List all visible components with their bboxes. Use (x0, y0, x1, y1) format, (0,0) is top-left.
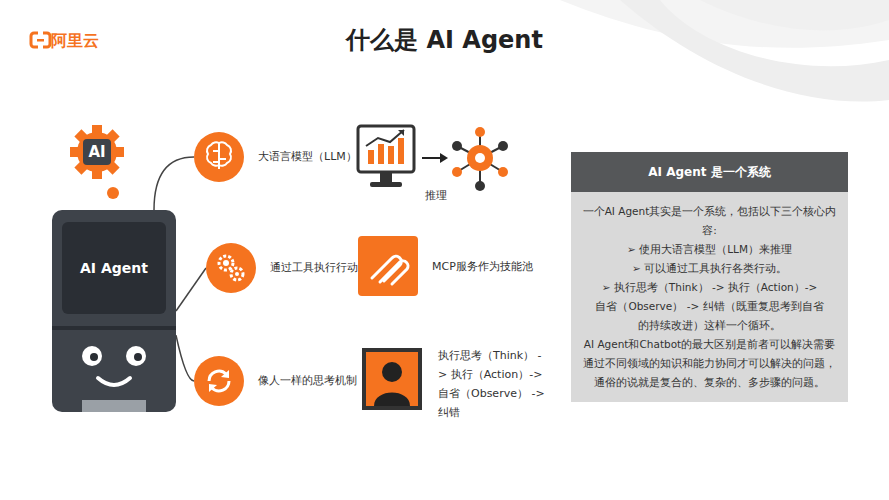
system-panel: AI Agent 是一个系统一个AI Agent其实是一个系统，包括以下三个核心… (571, 152, 848, 402)
icon-circle (194, 132, 244, 182)
node-text: 一个AI Agent其实是一个系统，包括以下三个核心内容: (571, 192, 848, 240)
reasoning-label: 推理 (425, 186, 465, 205)
circle-shape (498, 141, 508, 151)
rect-shape (52, 210, 176, 412)
path-shape (207, 142, 231, 169)
rect-shape (378, 144, 384, 164)
rect-shape (358, 236, 418, 296)
rect-shape (62, 222, 166, 314)
monitor-chart-icon (358, 126, 414, 187)
circle-shape (475, 153, 485, 163)
line-shape (422, 157, 442, 159)
swoosh (560, 0, 889, 102)
rect-shape (380, 172, 392, 182)
circle-shape (223, 260, 229, 266)
logo-icon (31, 33, 50, 47)
rect-shape (83, 139, 111, 165)
circle-shape (382, 362, 402, 382)
circle-shape (475, 127, 485, 137)
connector (176, 335, 194, 381)
circle-shape (452, 167, 462, 177)
person-icon (362, 348, 422, 410)
path-shape (700, 0, 889, 30)
llm-circle: 大语言模型（LLM） (194, 132, 244, 182)
thinking-circle: 像人一样的思考机制 (194, 356, 244, 406)
polyline-shape (366, 130, 404, 146)
rect-shape (82, 400, 146, 412)
robot-agent: AI Agent (52, 210, 176, 412)
circle-shape (498, 167, 508, 177)
node-text: ➢ 使用大语言模型（LLM）来推理 (571, 240, 848, 259)
connector (154, 157, 194, 210)
connector (176, 268, 206, 311)
node-text: AI Agent (62, 222, 166, 314)
circle-shape (194, 132, 244, 182)
circle-shape (82, 346, 102, 366)
circle-shape (475, 181, 485, 191)
circle-shape (126, 346, 146, 366)
mcp-icon (358, 236, 418, 296)
rect-shape (388, 146, 394, 164)
polygon-shape (209, 384, 217, 392)
circle-shape (467, 145, 493, 171)
rect-shape (366, 352, 418, 406)
node-text: AI Agent 是一个系统 (571, 152, 848, 192)
rect-shape (52, 326, 176, 330)
path-shape (560, 0, 889, 48)
polygon-shape (398, 130, 404, 136)
logo-text: 阿里云 (51, 31, 121, 51)
path-shape (374, 393, 410, 407)
circle-shape (134, 353, 142, 361)
icon-circle (206, 243, 256, 293)
node-text: ➢ 执行思考（Think） -> 执行（Action）-> 自省（Observe… (571, 278, 848, 335)
node-text: AI (83, 139, 111, 165)
rect-shape (358, 126, 414, 172)
network-gear-icon (452, 127, 508, 191)
node-text: 大语言模型（LLM） (258, 148, 357, 166)
thinking-loop-label: 执行思考（Think） -> 执行（Action）-> 自省（Observe） … (438, 346, 548, 422)
robot-figure (52, 210, 176, 412)
rect-shape (398, 138, 404, 164)
path-shape (43, 33, 50, 47)
rect-shape (370, 182, 402, 187)
node-text: ➢ 可以通过工具执行各类行动。 (571, 259, 848, 278)
circle-shape (90, 353, 98, 361)
icon-circle (194, 356, 244, 406)
circle-shape (77, 132, 117, 172)
rect-shape (362, 348, 422, 410)
path-shape (620, 0, 889, 102)
rect-shape (368, 150, 374, 164)
polygon-shape (440, 153, 448, 163)
node-text: AI Agent和Chatbot的最大区别是前者可以解决需要通过不同领域的知识和… (571, 335, 848, 402)
polygon-shape (221, 370, 229, 378)
circle-shape (194, 356, 244, 406)
node-text: 通过工具执行行动 (270, 259, 358, 277)
path-shape (372, 256, 408, 284)
circle-shape (231, 268, 243, 280)
tool-circle: 通过工具执行行动 (206, 243, 256, 293)
arrow (422, 153, 448, 163)
mcp-label: MCP服务作为技能池 (432, 257, 592, 276)
circle-shape (206, 243, 256, 293)
circle-shape (235, 272, 239, 276)
circle-shape (452, 141, 462, 151)
path-shape (31, 33, 38, 47)
diagram-title: 什么是 AI Agent (0, 24, 889, 56)
node-text: 像人一样的思考机制 (258, 372, 357, 390)
ai-gear-badge: AI (70, 125, 124, 179)
rect-shape (37, 39, 44, 42)
path-shape (98, 378, 130, 385)
circle-shape (219, 256, 233, 270)
thought-dot (107, 187, 119, 199)
